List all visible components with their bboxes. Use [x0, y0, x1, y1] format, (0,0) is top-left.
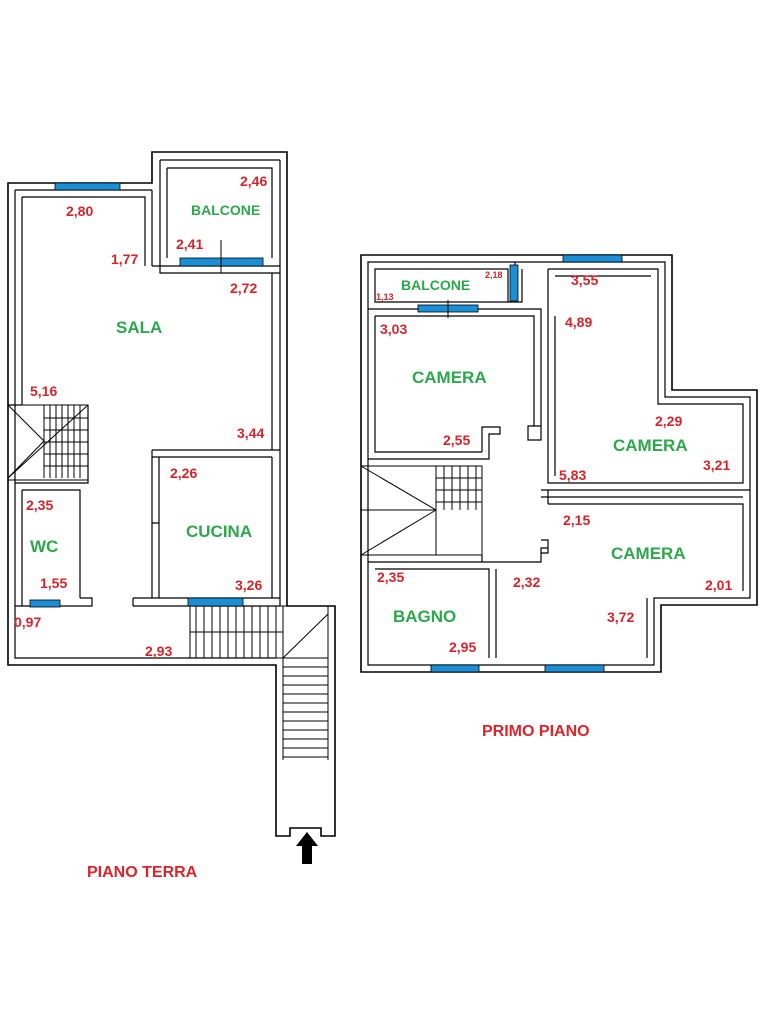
room-label-camera: CAMERA [613, 436, 688, 455]
first-camera3-wall [541, 490, 744, 658]
dimension-label: 2,80 [66, 203, 93, 219]
room-label-camera: CAMERA [611, 544, 686, 563]
room-label-balcone: BALCONE [191, 202, 260, 218]
dimension-label: 2,15 [563, 512, 590, 528]
dimension-label: 5,16 [30, 383, 57, 399]
ground-right-stairs [189, 605, 329, 760]
dimension-label: 1,13 [376, 292, 394, 302]
dimension-label: 1,77 [111, 251, 138, 267]
dimension-label: 3,44 [237, 425, 264, 441]
dimension-label: 3,26 [235, 577, 262, 593]
dimension-label: 2,72 [230, 280, 257, 296]
first-floor-plan: BALCONE CAMERA CAMERA CAMERA BAGNO 2,18 … [360, 254, 758, 740]
room-label-bagno: BAGNO [393, 607, 456, 626]
dimension-label: 2,29 [655, 413, 682, 429]
room-label-wc: WC [30, 537, 58, 556]
dimension-label: 2,32 [513, 574, 540, 590]
dimension-label: 2,95 [449, 639, 476, 655]
first-window-camera2 [562, 254, 623, 263]
room-label-sala: SALA [116, 318, 162, 337]
ground-wc-wall [15, 405, 93, 607]
dimension-label: 2,55 [443, 432, 470, 448]
ground-window-sala [54, 182, 121, 191]
first-stairs [360, 465, 483, 556]
room-label-camera: CAMERA [412, 368, 487, 387]
arrow-up-icon [296, 832, 318, 864]
ground-window-wc [29, 599, 61, 608]
first-window-side [509, 264, 519, 302]
dimension-label: 2,35 [377, 569, 404, 585]
dimension-label: 2,35 [26, 497, 53, 513]
dimension-label: 3,03 [380, 321, 407, 337]
dimension-label: 2,01 [705, 577, 732, 593]
dimension-label: 2,93 [145, 643, 172, 659]
dimension-label: 4,89 [565, 314, 592, 330]
floor-title-first: PRIMO PIANO [482, 723, 590, 740]
dimension-label: 5,83 [559, 467, 586, 483]
first-bagno-wall [368, 547, 548, 658]
dimension-label: 3,55 [571, 272, 598, 288]
dimension-label: 3,21 [703, 457, 730, 473]
room-label-balcone: BALCONE [401, 277, 470, 293]
floor-title-ground: PIANO TERRA [87, 864, 198, 881]
dimension-label: 2,41 [176, 236, 203, 252]
first-camera1-wall [368, 308, 542, 460]
dimension-label: 1,55 [40, 575, 67, 591]
ground-floor-plan: SALA BALCONE WC CUCINA 2,80 2,46 2,41 1,… [7, 151, 336, 881]
ground-outer-wall [7, 151, 336, 837]
dimension-label: 2,46 [240, 173, 267, 189]
ground-window-cucina [187, 597, 244, 607]
room-label-cucina: CUCINA [186, 522, 252, 541]
first-camera2-wall [541, 268, 750, 498]
dimension-label: 2,18 [485, 270, 503, 280]
first-window-camera3 [544, 664, 605, 673]
ground-left-stairs [7, 404, 89, 481]
first-window-bagno [430, 664, 480, 673]
ground-sala-wall [8, 196, 280, 523]
dimension-label: 0,97 [14, 614, 41, 630]
dimension-label: 3,72 [607, 609, 634, 625]
dimension-label: 2,26 [170, 465, 197, 481]
